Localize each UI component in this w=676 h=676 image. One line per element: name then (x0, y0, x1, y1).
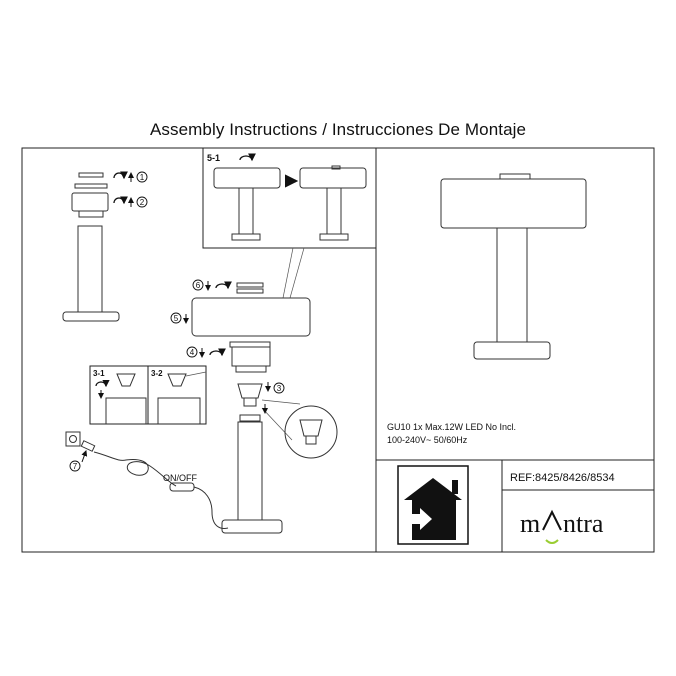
step-6-number: 6 (196, 281, 201, 290)
bulb-detail-circle (284, 405, 338, 459)
step-4-number: 4 (190, 348, 195, 357)
plug-socket-icon (65, 431, 81, 447)
gu10-bulb (237, 383, 263, 407)
svg-text:ntra: ntra (563, 509, 604, 538)
detail-5-1-label: 5-1 (207, 153, 220, 163)
switch-label: ON/OFF (163, 473, 197, 483)
spec-line-1: GU10 1x Max.12W LED No Incl. (387, 422, 516, 432)
zoom-connector (282, 247, 305, 299)
brand-name: m (520, 509, 540, 538)
power-cable (65, 431, 229, 529)
detail-3-1-label: 3-1 (93, 369, 105, 378)
step-2-badge (136, 196, 148, 208)
step-7-number: 7 (73, 462, 78, 471)
reference-number: REF:8425/8426/8534 (510, 472, 615, 484)
brand-logo: m ntra (520, 509, 604, 544)
rotate-arrow-icon (113, 196, 128, 205)
step-3-number: 3 (277, 384, 282, 393)
frame (21, 147, 655, 553)
step-5-number: 5 (174, 314, 179, 323)
lamp-body (221, 414, 283, 534)
step-2-number: 2 (140, 198, 145, 207)
shade-assembly (191, 282, 311, 373)
step-6-indicator: 6 (192, 279, 232, 291)
spec-line-2: 100-240V~ 50/60Hz (387, 435, 468, 445)
rotate-arrow-icon (239, 153, 256, 162)
detail-3-1: 3-1 (89, 365, 149, 425)
step-4-indicator: 4 (186, 346, 226, 358)
indoor-use-house-icon (397, 465, 469, 545)
base-exploded-view (62, 172, 120, 322)
step-5-indicator: 5 (170, 312, 189, 324)
rotate-arrow-icon (95, 379, 110, 388)
rotate-arrow-icon (215, 281, 232, 290)
step-2-indicator: 2 (113, 196, 148, 208)
rotate-arrow-icon (209, 348, 226, 357)
step-1-badge (136, 171, 148, 183)
detail-3-2-label: 3-2 (151, 369, 163, 378)
step-7-indicator: 7 (69, 450, 88, 472)
step-1-indicator: 1 (113, 171, 148, 183)
assembled-lamp (440, 173, 587, 360)
step-1-number: 1 (140, 173, 145, 182)
step-3-indicator: 3 (262, 382, 285, 414)
detail-3-2: 3-2 (147, 365, 207, 425)
detail-5-1: 5-1 (202, 147, 377, 249)
page-title: Assembly Instructions / Instrucciones De… (149, 120, 527, 139)
rotate-arrow-icon (113, 171, 128, 180)
